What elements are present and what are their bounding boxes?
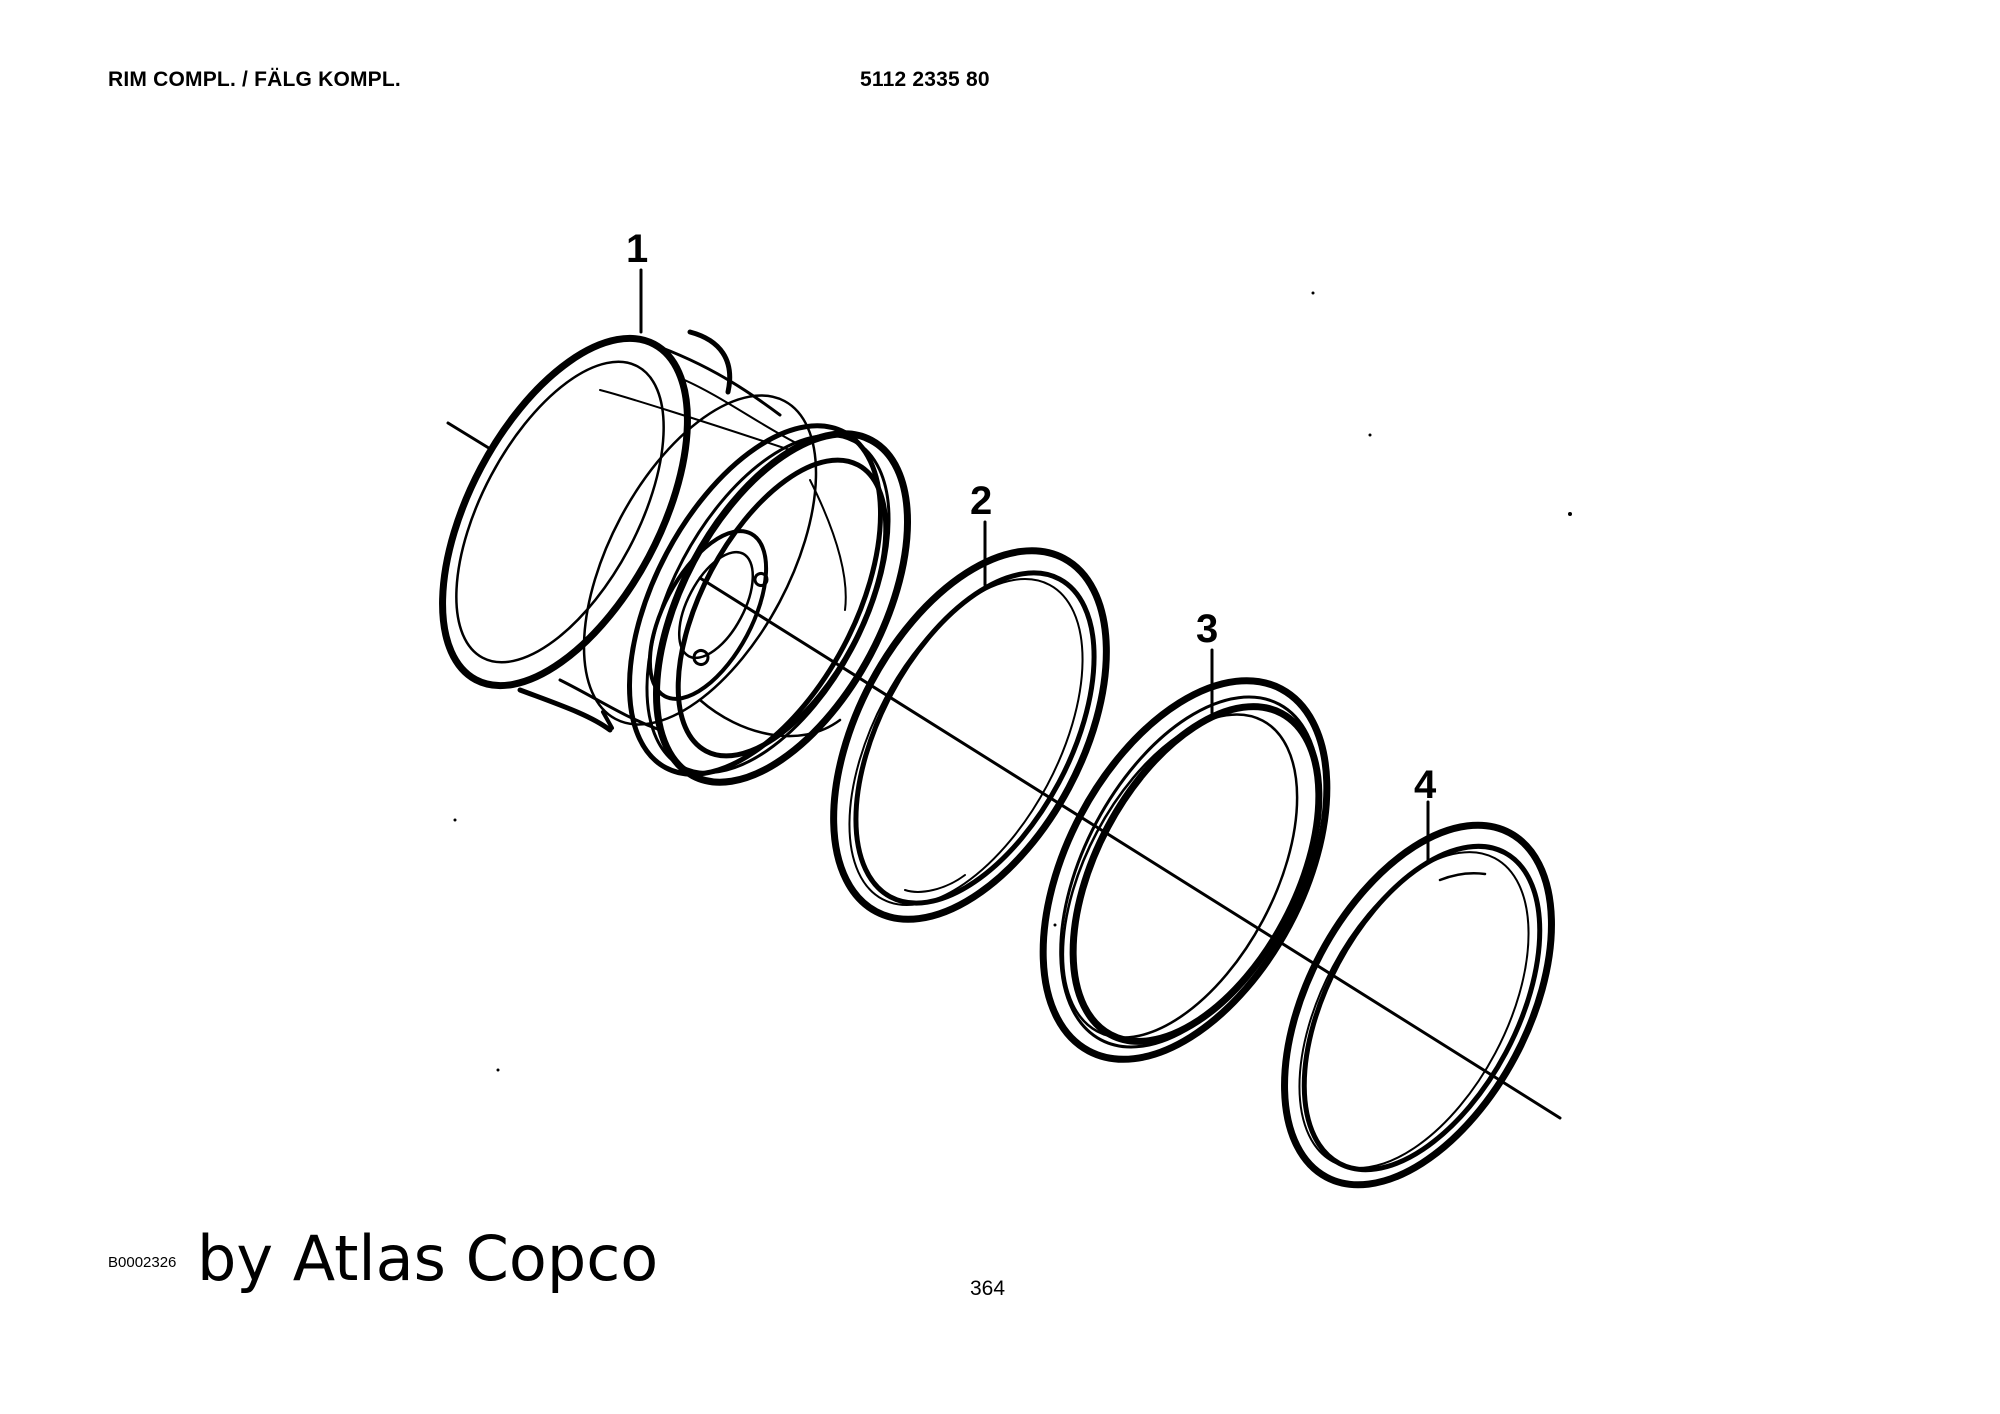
- scan-specks: [453, 291, 1572, 1072]
- callout-3: 3: [1196, 607, 1218, 651]
- rim-ring-2: [830, 547, 1110, 923]
- rim-ring-3: [1039, 677, 1331, 1063]
- callout-4: 4: [1414, 763, 1437, 807]
- brand-watermark: by Atlas Copco: [197, 1222, 659, 1295]
- callout-2: 2: [970, 479, 992, 523]
- callout-1: 1: [626, 227, 648, 271]
- page-number: 364: [970, 1277, 1006, 1300]
- rim-body: [439, 329, 912, 786]
- part-number: 5112 2335 80: [860, 68, 990, 91]
- rim-ring-4: [1281, 821, 1555, 1189]
- page-title: RIM COMPL. / FÄLG KOMPL.: [108, 68, 401, 91]
- figure-code: B0002326: [108, 1254, 177, 1271]
